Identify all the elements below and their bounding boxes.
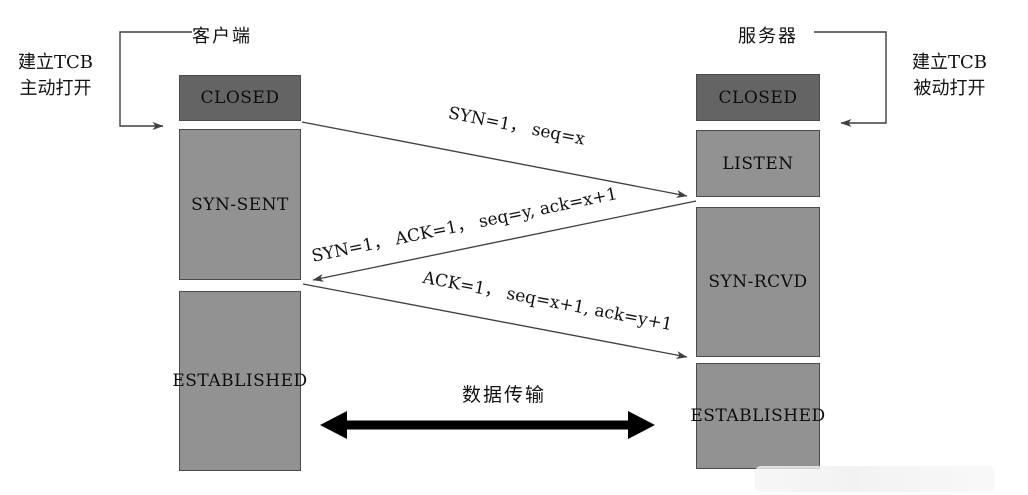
server-state-closed: CLOSED <box>696 74 820 121</box>
client-tcb-note-line1: 建立TCB <box>18 52 94 73</box>
client-open-bracket-line <box>119 31 192 130</box>
server-tcb-note: 建立TCB 被动打开 <box>912 50 987 102</box>
syn-arrow <box>301 121 688 198</box>
syn-ack-arrow <box>312 200 697 282</box>
client-tcb-note: 建立TCB 主动打开 <box>18 50 93 102</box>
client-tcb-note-line2: 主动打开 <box>19 78 92 99</box>
ack-arrow <box>302 283 688 359</box>
server-state-syn-rcvd: SYN-RCVD <box>696 207 820 357</box>
watermark-smudge <box>755 466 995 492</box>
server-state-established: ESTABLISHED <box>690 363 825 469</box>
server-tcb-note-line1: 建立TCB <box>912 52 988 73</box>
client-state-established: ESTABLISHED <box>172 291 307 471</box>
server-state-listen: LISTEN <box>696 130 820 197</box>
server-open-bracket-line <box>814 31 887 127</box>
server-tcb-note-line2: 被动打开 <box>913 78 986 99</box>
client-state-syn-sent: SYN-SENT <box>179 129 301 280</box>
data-transfer-label: 数据传输 <box>462 384 547 406</box>
client-state-closed: CLOSED <box>179 75 301 121</box>
server-title: 服务器 <box>738 26 798 47</box>
client-title: 客户端 <box>192 26 252 47</box>
data-transfer-arrow <box>320 411 655 439</box>
